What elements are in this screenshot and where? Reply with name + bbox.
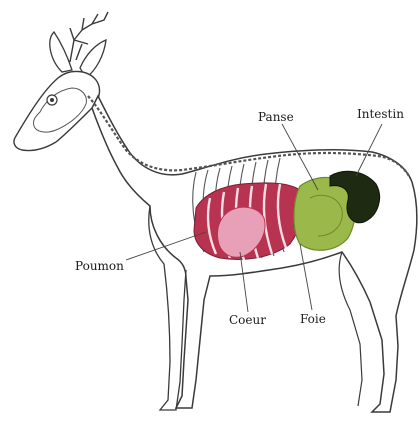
label-coeur: Coeur: [229, 313, 266, 327]
label-poumon: Poumon: [75, 259, 124, 273]
label-intestin: Intestin: [357, 107, 404, 121]
label-panse: Panse: [258, 110, 294, 124]
label-foie: Foie: [300, 312, 326, 326]
head-outline: [14, 71, 99, 150]
